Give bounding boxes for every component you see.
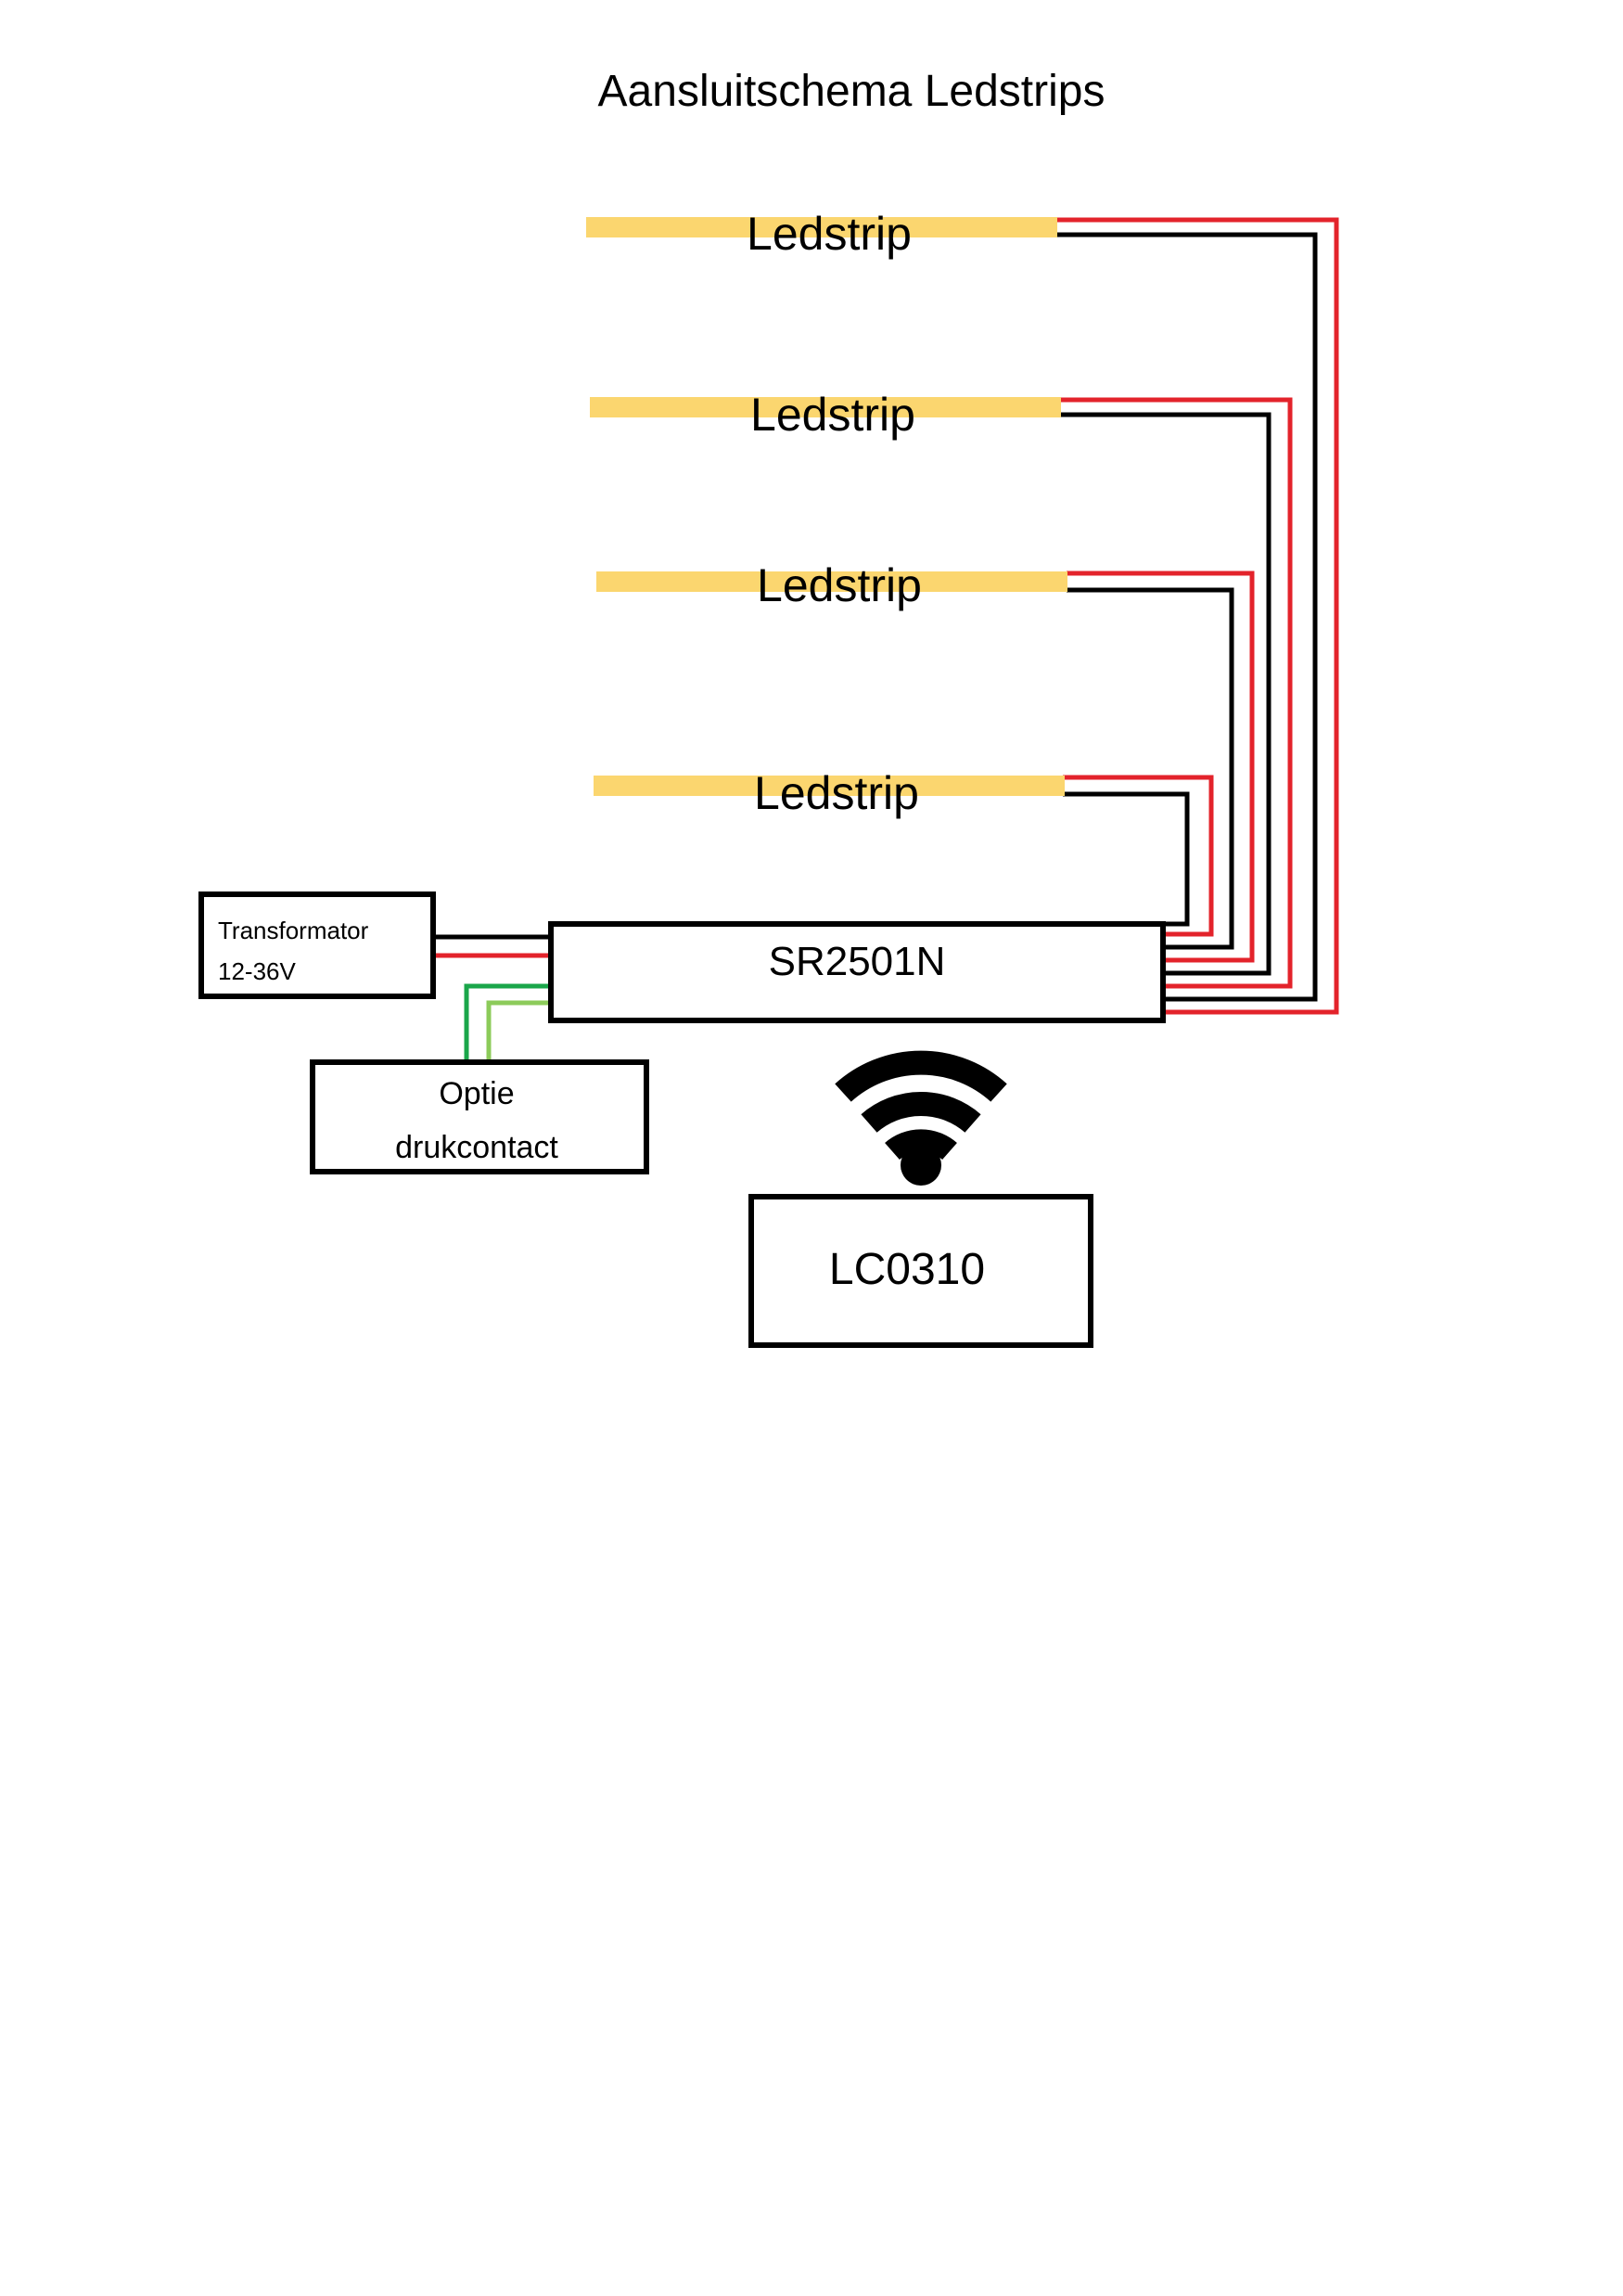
ledstrip-label: Ledstrip [750,389,915,441]
wifi-icon [835,1050,1007,1186]
ledstrip-1: Ledstrip [586,208,1057,260]
ledstrip-label: Ledstrip [754,767,919,819]
wire-negative-strip-1 [1056,232,1318,1002]
push-button-label-1: Optie [439,1076,514,1111]
wire-positive-strip-3 [1067,571,1255,963]
ledstrip-4: Ledstrip [594,767,1065,819]
push-button-wires [464,983,549,1060]
ledstrip-3: Ledstrip [596,559,1067,611]
ledstrip-bar [594,776,1065,796]
transformer-box: Transformator 12-36V [198,891,436,999]
remote-label: LC0310 [829,1245,985,1294]
diagram-title: Aansluitschema Ledstrips [598,67,1105,116]
ledstrip-bar [590,397,1061,417]
wire-positive-strip-4 [1063,775,1214,937]
transformer-voltage: 12-36V [218,957,296,985]
ledstrip-label: Ledstrip [757,559,922,611]
ledstrip-bar [586,217,1057,237]
push-button-box: Optie drukcontact [310,1059,649,1174]
transformer-label: Transformator [218,917,369,944]
wire-positive-strip-1 [1056,217,1339,1015]
power-wires [433,934,549,958]
ledstrip-2: Ledstrip [590,389,1061,441]
wire-negative-strip-2 [1060,412,1272,976]
controller-box: SR2501N [548,921,1166,1023]
remote-box: LC0310 [748,1194,1093,1348]
ledstrip-label: Ledstrip [747,208,912,260]
ledstrip-bar [596,571,1067,592]
wire-negative-strip-4 [1063,791,1190,927]
ledstrip-wires [1056,217,1339,1015]
wire-negative-strip-3 [1067,587,1234,950]
wire-green-dark [464,983,549,1060]
push-button-label-2: drukcontact [395,1130,558,1165]
wire-green-light [486,1000,549,1060]
wire-positive-strip-2 [1060,397,1293,989]
controller-label: SR2501N [769,939,946,984]
